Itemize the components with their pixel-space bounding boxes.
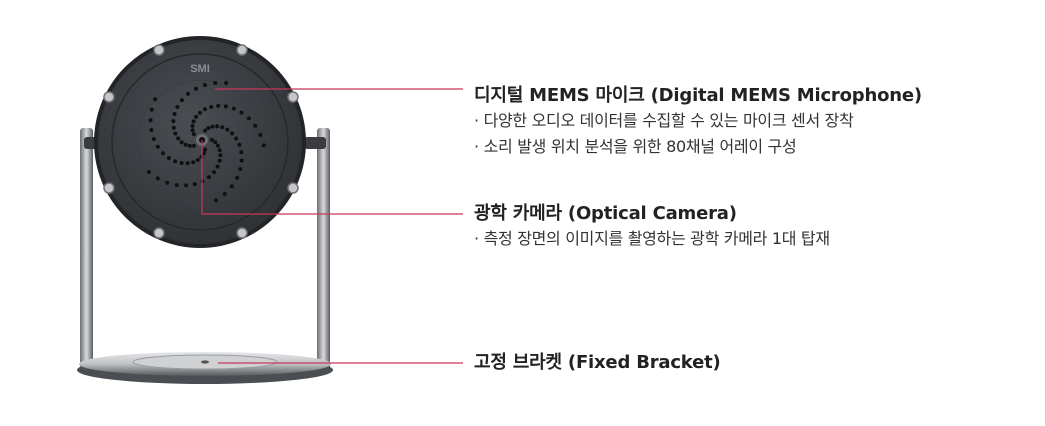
mic-hole [212,170,216,175]
mic-hole [213,140,218,145]
mic-hole [173,131,178,136]
mic-hole [215,124,220,129]
mic-hole [203,83,207,87]
mic-hole [183,142,188,147]
mic-hole [165,180,170,185]
leader-lines [201,88,463,364]
mic-hole [155,176,160,181]
mic-hole [218,153,223,158]
mic-hole [185,161,190,166]
mic-hole [223,104,228,109]
mic-hole [230,131,235,136]
mic-hole [234,136,239,141]
callout-camera: 광학 카메라 (Optical Camera) · 측정 장면의 이미지를 촬영… [474,202,830,252]
mic-hole [203,107,207,112]
callout-bullet: · 측정 장면의 이미지를 촬영하는 광학 카메라 1대 탑재 [474,229,830,248]
mic-hole [216,103,221,108]
mic-hole [166,156,171,160]
mic-hole [191,132,196,137]
mic-hole [195,158,200,162]
mic-hole [215,164,220,169]
mic-hole [213,81,218,85]
mic-hole [210,124,215,129]
mic-hole [222,191,227,196]
callout-title: 광학 카메라 (Optical Camera) [474,203,737,224]
mic-hole [239,110,244,115]
mic-hole [191,160,196,165]
mic-hole [187,143,192,148]
mic-hole [190,124,195,128]
mic-hole [203,147,208,152]
mic-hole [217,158,222,163]
leader-line-camera [201,140,463,215]
mic-hole [155,144,160,149]
plate-screws [103,44,299,239]
mic-hole [191,119,196,124]
mic-hole [190,128,195,133]
mic-hole [206,175,211,180]
mic-hole [217,148,222,153]
mic-hole [148,118,153,123]
callout-bullet: · 소리 발생 위치 분석을 위한 80채널 어레이 구성 [474,137,797,156]
mic-hole [172,112,177,116]
mic-hole [237,142,242,147]
mic-hole [197,110,202,115]
mic-hole [224,80,229,85]
microphone-holes [146,80,266,203]
mic-hole [220,125,225,130]
mic-hole [175,104,180,109]
mic-hole [239,150,244,155]
mic-hole [171,125,176,130]
mic-hole [193,86,198,91]
callout-bullet: · 다양한 오디오 데이터를 수집할 수 있는 마이크 센서 장착 [474,111,854,130]
callout-title: 고정 브라켓 (Fixed Bracket) [474,352,721,373]
mic-hole [191,143,196,148]
mic-hole [161,151,165,156]
mic-hole [209,105,214,109]
mic-hole [238,167,243,172]
mic-hole [231,106,236,111]
mic-hole [201,151,206,156]
mic-hole [151,137,156,141]
mic-hole [186,91,191,96]
mic-hole [149,107,154,112]
brand-label: SMI [190,63,210,75]
mic-hole [194,114,199,119]
mic-hole [192,182,197,187]
mic-hole [210,138,214,142]
mic-hole [239,158,244,163]
mic-hole [258,132,263,137]
mic-hole [174,183,179,188]
mic-hole [203,128,208,133]
mic-hole [173,159,178,164]
mic-hole [146,170,151,174]
mic-hole [214,198,218,203]
mic-hole [176,136,181,141]
mic-hole [179,98,184,103]
callout-bracket: 고정 브라켓 (Fixed Bracket) [474,351,721,375]
mic-hole [179,140,184,145]
callout-title: 디지털 MEMS 마이크 (Digital MEMS Microphone) [474,85,922,106]
mic-hole [246,116,251,121]
mic-hole [235,175,240,180]
mic-hole [225,127,230,132]
mic-hole [206,126,211,131]
mic-hole [179,161,184,165]
mic-hole [261,143,266,148]
callout-microphone: 디지털 MEMS 마이크 (Digital MEMS Microphone) ·… [474,84,922,160]
mic-hole [171,119,176,124]
mic-hole [153,97,158,102]
mic-hole [184,183,189,188]
bracket-base-plate [77,352,333,384]
mic-hole [229,184,234,189]
mic-hole [215,143,220,148]
bracket-right-arm [304,128,330,370]
mic-hole [149,128,154,132]
mic-hole [253,123,258,128]
